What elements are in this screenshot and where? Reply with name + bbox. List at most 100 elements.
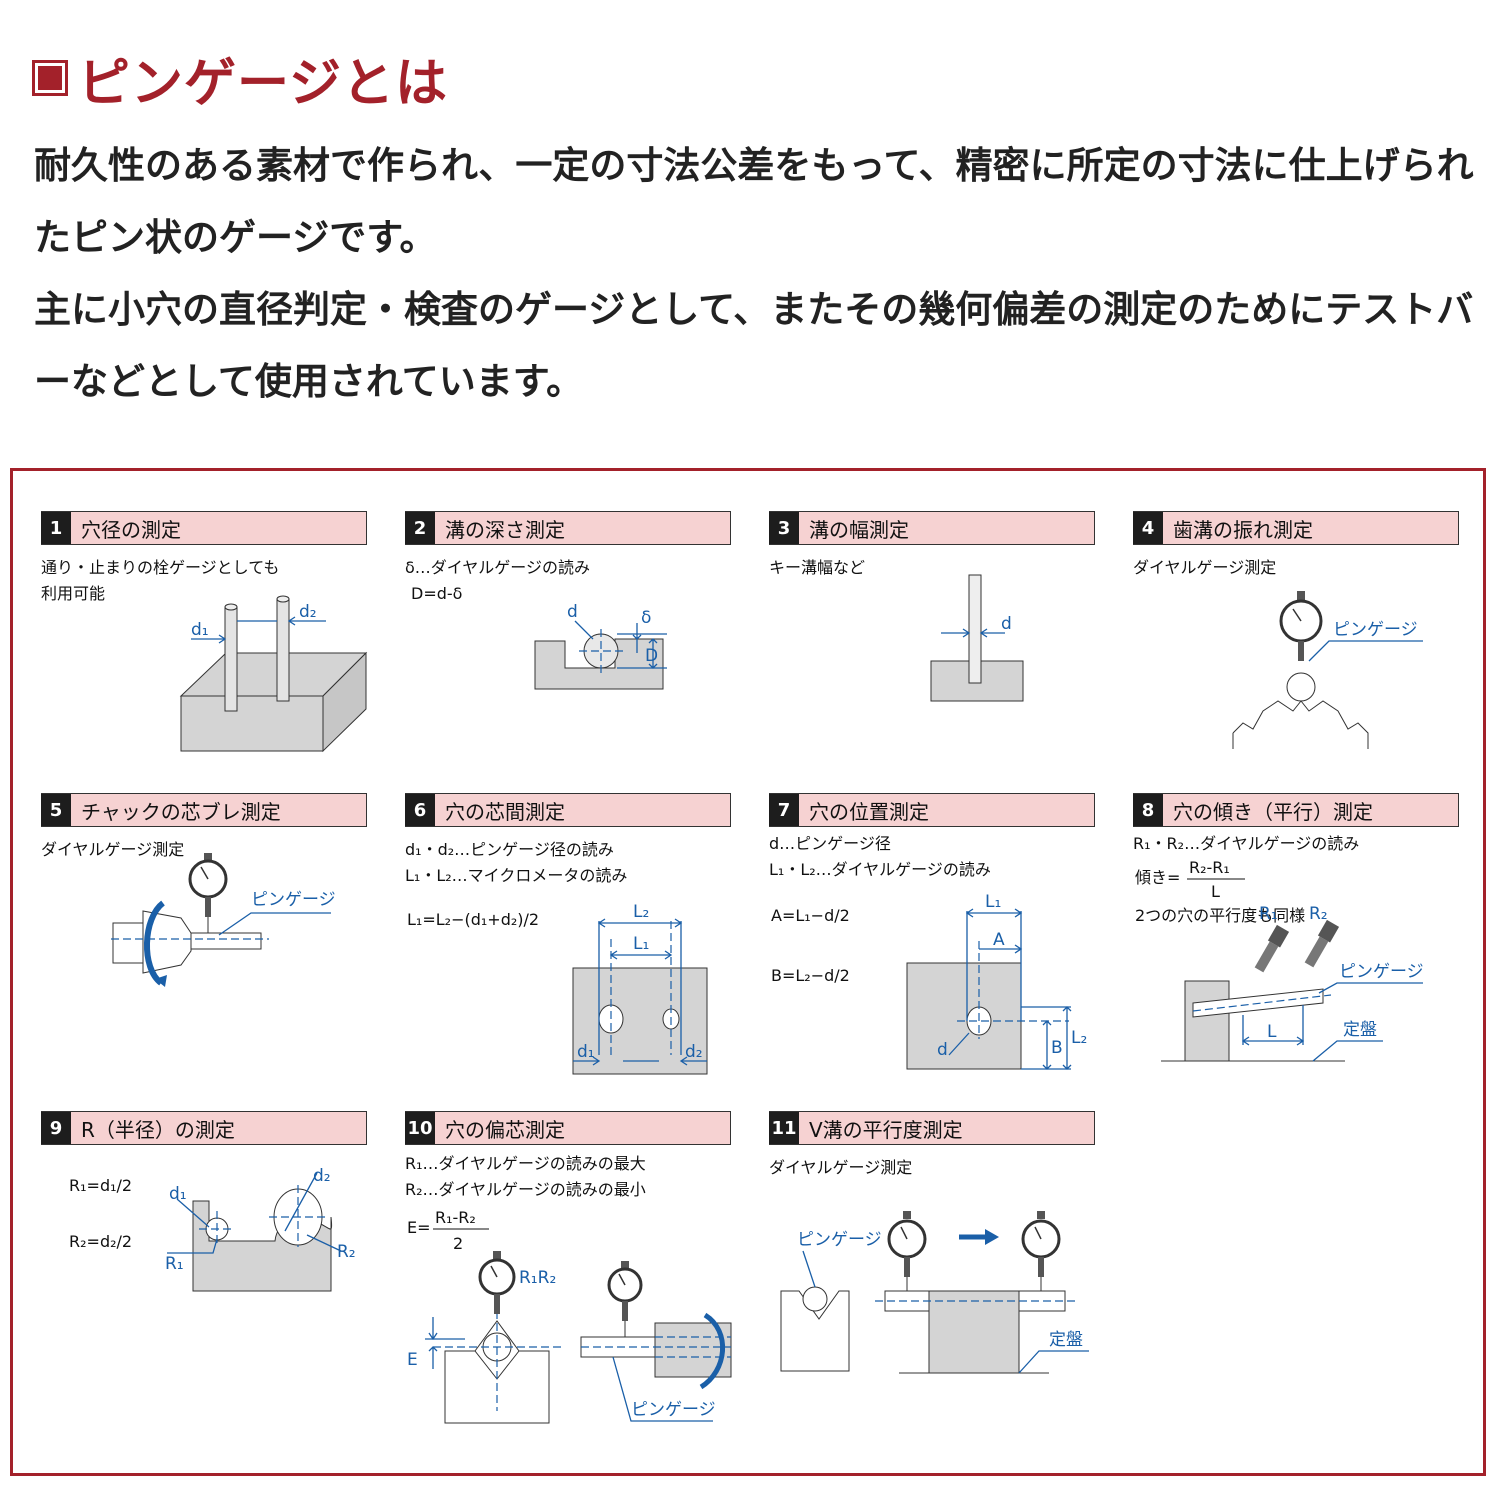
- panel-title: R（半径）の測定: [81, 1117, 235, 1142]
- panel-7: 7 穴の位置測定 d…ピンゲージ径 L₁・L₂…ダイヤルゲージの読み A=L₁−…: [769, 793, 1097, 1083]
- panel-header: 4 歯溝の振れ測定: [1133, 511, 1459, 545]
- d1-label: d₁: [169, 1184, 187, 1204]
- panel-note: d₁・d₂…ピンゲージ径の読み L₁・L₂…マイクロメータの読み: [405, 837, 627, 889]
- hole-eccentricity-diagram: E= R₁-R₂ 2 E R₁R₂: [407, 1208, 732, 1424]
- d-label: d: [567, 602, 578, 622]
- note-line: D=d-δ: [411, 584, 463, 603]
- formula-p8-note: 2つの穴の平行度も同様: [1135, 906, 1305, 925]
- delta-label: δ: [641, 608, 651, 628]
- panel-1: 1 穴径の測定 通り・止まりの栓ゲージとしても 利用可能 d₁ d₂: [41, 511, 369, 801]
- d2-label: d₂: [313, 1166, 331, 1186]
- panel-note: キー溝幅など: [769, 555, 865, 581]
- panel-note: δ…ダイヤルゲージの読み D=d-δ: [405, 555, 590, 607]
- note-line: L₁・L₂…マイクロメータの読み: [405, 866, 628, 885]
- hole-diameter-diagram: d₁ d₂: [179, 595, 368, 753]
- note-line: δ…ダイヤルゲージの読み: [405, 558, 590, 577]
- formula-p10-prefix: E=: [407, 1218, 431, 1237]
- intro-text: 耐久性のある素材で作られ、一定の寸法公差をもって、精密に所定の寸法に仕上げられた…: [34, 130, 1474, 418]
- L1-label: L₁: [633, 934, 649, 954]
- panel-header: 8 穴の傾き（平行）測定: [1133, 793, 1459, 827]
- intro-paragraph-2: 主に小穴の直径判定・検査のゲージとして、またその幾何偏差の測定のためにテストバー…: [34, 288, 1474, 403]
- page-title-text: ピンゲージとは: [78, 53, 448, 114]
- panel-2: 2 溝の深さ測定 δ…ダイヤルゲージの読み D=d-δ d δ D: [405, 511, 733, 801]
- panel-number: 2: [405, 512, 435, 544]
- R1-label: R₁: [1259, 904, 1278, 924]
- panel-10: 10 穴の偏芯測定 R₁…ダイヤルゲージの読みの最大 R₂…ダイヤルゲージの読み…: [405, 1111, 733, 1424]
- E-label: E: [407, 1350, 418, 1370]
- panel-3: 3 溝の幅測定 キー溝幅など d: [769, 511, 1097, 801]
- formula-p8-den: L: [1211, 882, 1220, 901]
- dial-gauge-icon: [887, 1211, 927, 1291]
- surface-plate-label: 定盤: [1049, 1330, 1083, 1350]
- panel-header: 7 穴の位置測定: [769, 793, 1095, 827]
- d-label: d: [1001, 614, 1012, 634]
- chuck-runout-diagram: ピンゲージ: [111, 853, 336, 987]
- formula-p9-R1: R₁=d₁/2: [69, 1176, 132, 1195]
- R1-label: R₁: [165, 1254, 184, 1274]
- panel-note: ダイヤルゲージ測定: [1133, 555, 1276, 581]
- formula-p8-prefix: 傾き=: [1135, 868, 1180, 887]
- R2-label: R₂: [337, 1242, 356, 1262]
- formula-p6: L₁=L₂−(d₁+d₂)/2: [407, 910, 539, 929]
- note-line: R₂…ダイヤルゲージの読みの最小: [405, 1180, 646, 1199]
- dial-gauge-icon: [188, 853, 228, 933]
- panel-number: 3: [769, 512, 799, 544]
- groove-depth-diagram: d δ D: [534, 602, 667, 690]
- pin-gauge-label: ピンゲージ: [797, 1230, 882, 1250]
- note-line: 利用可能: [41, 584, 106, 603]
- panel-title: 穴の位置測定: [809, 799, 929, 824]
- panel-header: 1 穴径の測定: [41, 511, 367, 545]
- panel-title: 穴径の測定: [81, 517, 181, 542]
- panel-number: 10: [405, 1112, 435, 1144]
- panel-header: 6 穴の芯間測定: [405, 793, 731, 827]
- panel-title: チャックの芯ブレ測定: [81, 799, 281, 824]
- panel-title: 溝の深さ測定: [445, 517, 565, 542]
- dial-gauge-icon: [1304, 919, 1340, 968]
- panel-title: 溝の幅測定: [809, 517, 909, 542]
- panel-note: ダイヤルゲージ測定: [769, 1155, 912, 1181]
- panel-5: 5 チャックの芯ブレ測定 ダイヤルゲージ測定 ピンゲージ: [41, 793, 369, 1083]
- groove-width-diagram: d: [930, 574, 1024, 702]
- panel-number: 1: [41, 512, 71, 544]
- panel-header: 11 V溝の平行度測定: [769, 1111, 1095, 1145]
- panel-number: 4: [1133, 512, 1163, 544]
- page-title: ピンゲージとは: [32, 44, 448, 114]
- panel-note: R₁・R₂…ダイヤルゲージの読み: [1133, 831, 1359, 857]
- pin-gauge-label: ピンゲージ: [631, 1400, 716, 1420]
- panel-header: 5 チャックの芯ブレ測定: [41, 793, 367, 827]
- d1-label: d₁: [191, 620, 209, 640]
- note-line: ダイヤルゲージ測定: [41, 840, 185, 859]
- note-line: d…ピンゲージ径: [769, 834, 891, 853]
- note-line: R₁・R₂…ダイヤルゲージの読み: [1133, 834, 1360, 853]
- note-line: R₁…ダイヤルゲージの読みの最大: [405, 1154, 646, 1173]
- panel-number: 8: [1133, 794, 1163, 826]
- arrow-right-icon: [985, 1229, 999, 1245]
- tooth-runout-diagram: ピンゲージ: [1232, 591, 1423, 749]
- v-groove-parallelism-diagram: ピンゲージ 定盤: [780, 1211, 1089, 1374]
- pin-gauge-label: ピンゲージ: [251, 890, 336, 910]
- dial-gauge-icon: [1279, 591, 1323, 661]
- panel-header: 10 穴の偏芯測定: [405, 1111, 731, 1145]
- d2-label: d₂: [299, 602, 317, 622]
- diagram-frame: 1 穴径の測定 通り・止まりの栓ゲージとしても 利用可能 d₁ d₂ 2 溝の深…: [10, 468, 1486, 1476]
- panel-8: 8 穴の傾き（平行）測定 R₁・R₂…ダイヤルゲージの読み 傾き= R₂-R₁ …: [1133, 793, 1461, 1083]
- panel-title: 穴の傾き（平行）測定: [1173, 799, 1373, 824]
- R1R2-label: R₁R₂: [519, 1268, 556, 1288]
- formula-p10-den: 2: [453, 1234, 463, 1253]
- panel-number: 7: [769, 794, 799, 826]
- panel-11: 11 V溝の平行度測定 ダイヤルゲージ測定 ピンゲージ: [769, 1111, 1097, 1401]
- d-label: d: [937, 1040, 948, 1060]
- L-label: L: [1267, 1022, 1277, 1042]
- panel-header: 3 溝の幅測定: [769, 511, 1095, 545]
- note-line: キー溝幅など: [769, 558, 866, 577]
- panel-number: 5: [41, 794, 71, 826]
- d1-label: d₁: [577, 1042, 595, 1062]
- formula-p9-R2: R₂=d₂/2: [69, 1232, 132, 1251]
- intro-paragraph-1: 耐久性のある素材で作られ、一定の寸法公差をもって、精密に所定の寸法に仕上げられた…: [34, 144, 1474, 259]
- hole-position-diagram: A=L₁−d/2 B=L₂−d/2 L₁ A B L₂ d: [771, 892, 1087, 1070]
- R2-label: R₂: [1309, 904, 1328, 924]
- panel-9: 9 R（半径）の測定 R₁=d₁/2 R₂=d₂/2 d₁ R₁ d₂ R₂: [41, 1111, 369, 1401]
- panel-4: 4 歯溝の振れ測定 ダイヤルゲージ測定 ピンゲージ: [1133, 511, 1461, 801]
- formula-p8-num: R₂-R₁: [1189, 858, 1230, 877]
- note-line: ダイヤルゲージ測定: [1133, 558, 1277, 577]
